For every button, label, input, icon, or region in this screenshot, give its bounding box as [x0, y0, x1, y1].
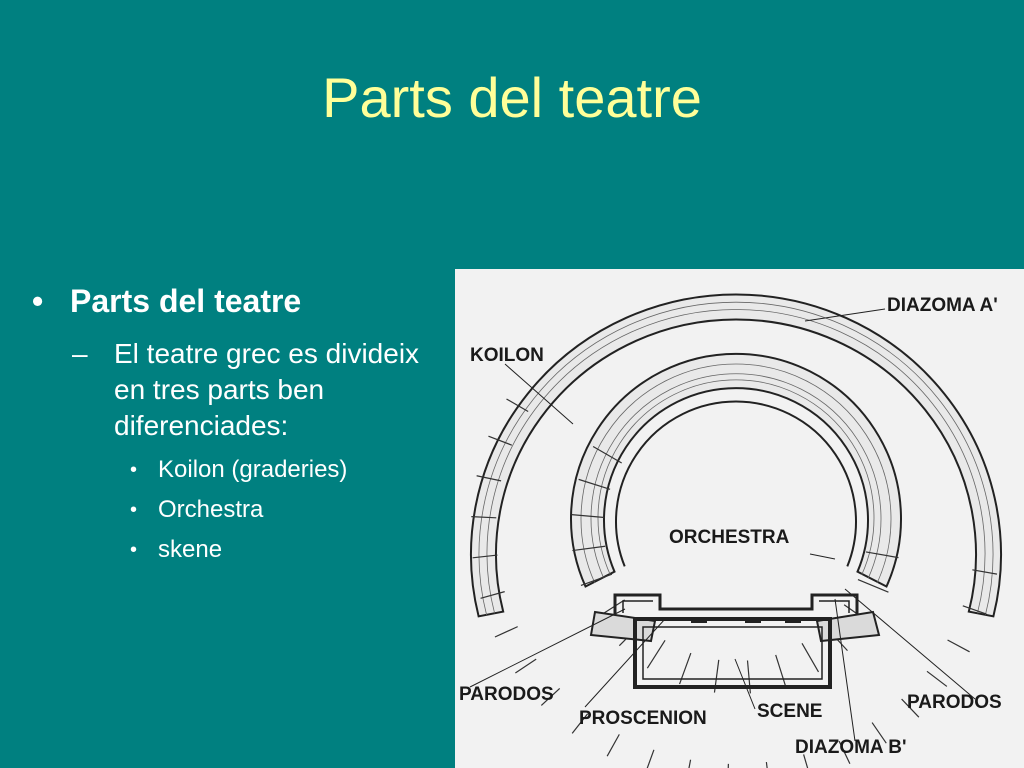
outer-aisle-line	[871, 722, 887, 744]
label-proscenion: PROSCENION	[579, 708, 707, 729]
bullet-level3-item: • Orchestra	[30, 490, 450, 530]
label-leader-lines	[469, 308, 976, 742]
bullet-level3-text: Koilon (graderies)	[158, 456, 348, 483]
outer-aisle-line	[972, 569, 998, 575]
label-scene: SCENE	[757, 701, 822, 722]
outer-aisle-line	[962, 605, 987, 615]
bullet-marker: •	[130, 499, 138, 521]
label-orchestra: ORCHESTRA	[669, 527, 790, 548]
outer-aisle-line	[506, 398, 529, 413]
label-parodos-left: PARODOS	[459, 684, 554, 705]
bullet-list: • Parts del teatre – El teatre grec es d…	[30, 278, 450, 570]
scene-inner-room	[642, 626, 823, 680]
inner-aisle-line	[592, 445, 622, 464]
outer-aisle-line	[646, 749, 655, 768]
inner-seating-rows	[580, 363, 892, 583]
outer-aisle-line	[515, 658, 537, 674]
scene-building	[633, 617, 832, 689]
inner-aisle-line	[571, 514, 605, 519]
skene-building	[589, 593, 881, 689]
inner-aisle-line	[865, 551, 899, 559]
label-diazoma-b: DIAZOMA B'	[795, 737, 906, 758]
outer-aisle-line	[540, 688, 561, 706]
outer-aisle-line	[838, 740, 851, 765]
theatre-plan-diagram: DIAZOMA A' KOILON ORCHESTRA PARODOS PARO…	[459, 293, 1002, 768]
bullet-marker: •	[130, 459, 138, 481]
outer-aisle-line	[494, 626, 518, 638]
bullet-level1-text: Parts del teatre	[70, 283, 302, 319]
inner-aisle-line	[572, 545, 606, 552]
orchestra-circle	[615, 400, 857, 567]
outer-aisle-line	[926, 670, 948, 687]
proscenion-inner-line	[622, 600, 850, 613]
bullet-marker: •	[130, 539, 138, 561]
inner-seating-band	[570, 352, 902, 588]
bullet-level3-text: skene	[158, 536, 223, 563]
outer-aisle-line	[765, 762, 768, 768]
outer-aisle-line	[488, 435, 513, 446]
bullet-level2-text: El teatre grec es divideix en tres parts…	[114, 338, 420, 441]
proscenion-outline	[613, 593, 859, 619]
label-diazoma-a: DIAZOMA A'	[887, 295, 998, 316]
inner-aisle-line	[857, 578, 889, 593]
outer-aisle-line	[480, 591, 505, 599]
outer-aisle-line	[471, 516, 497, 519]
outer-aisle-line	[476, 475, 502, 482]
theatre-plan-figure: DIAZOMA A' KOILON ORCHESTRA PARODOS PARO…	[455, 269, 1024, 768]
right-parodos-wall	[815, 610, 881, 643]
bullet-marker: •	[32, 283, 44, 319]
bullet-level3-item: • skene	[30, 530, 450, 570]
outer-aisle-line	[901, 698, 920, 718]
label-koilon: KOILON	[470, 345, 544, 366]
outer-aisle-line	[606, 734, 620, 757]
inner-aisle-line	[775, 654, 787, 687]
outer-aisle-line	[947, 639, 970, 653]
slide-title: Parts del teatre	[322, 66, 702, 129]
outer-aisle-line	[571, 713, 589, 734]
inner-aisle-line	[580, 573, 613, 586]
outer-seating-rows	[478, 301, 994, 616]
outer-aisle-line	[803, 754, 809, 768]
bullet-level3-text: Orchestra	[158, 496, 264, 523]
bullet-level2: – El teatre grec es divideix en tres par…	[30, 336, 450, 444]
outer-aisle-line	[472, 554, 498, 559]
bullet-level3-item: • Koilon (graderies)	[30, 450, 450, 490]
outer-aisle-line	[688, 759, 692, 768]
outer-aisle-line	[727, 763, 729, 768]
dash-marker: –	[72, 338, 88, 369]
inner-aisle-line	[578, 478, 611, 490]
inner-aisle-line	[801, 643, 820, 673]
outer-seating-band	[470, 293, 1002, 618]
inner-aisle-line	[646, 640, 666, 669]
bullet-level1: • Parts del teatre	[30, 278, 450, 324]
label-parodos-right: PARODOS	[907, 692, 1002, 713]
